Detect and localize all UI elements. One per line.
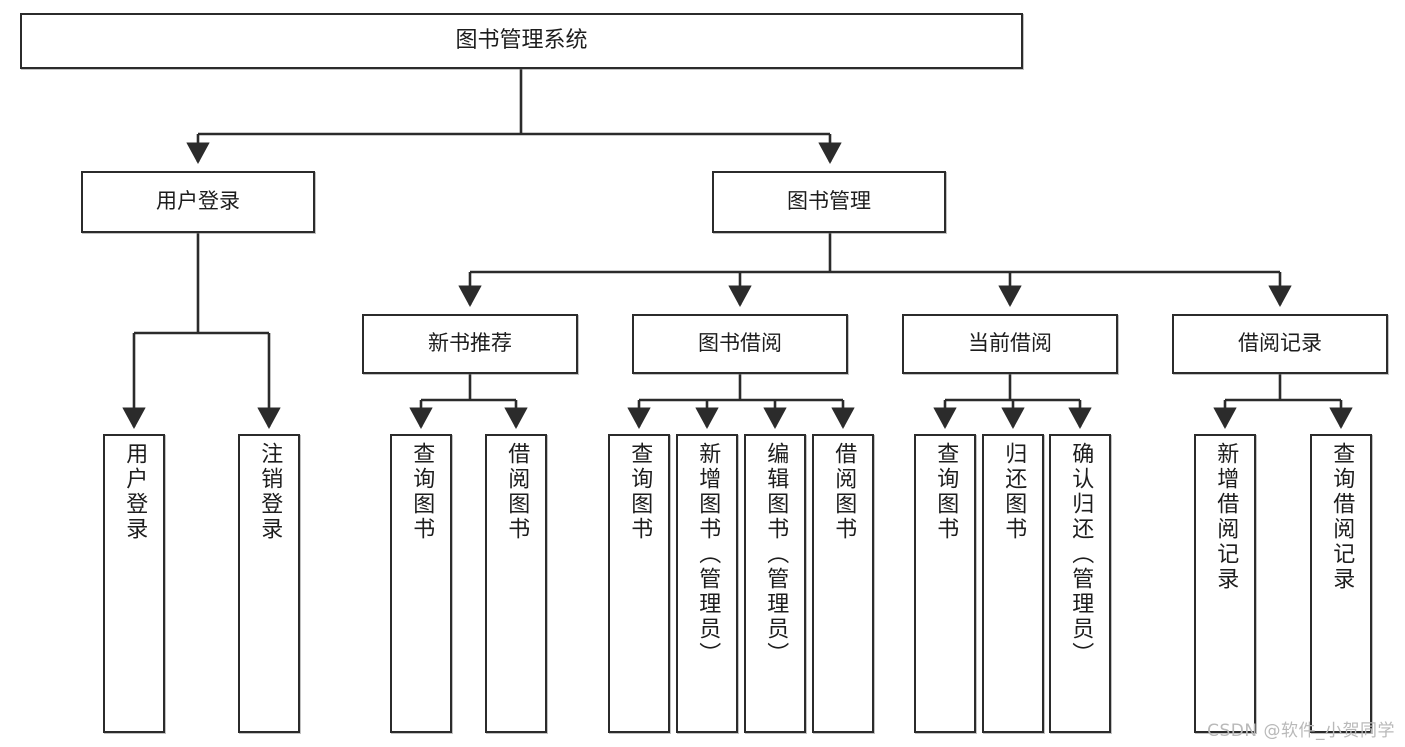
node-user-login-label: 用户登录 bbox=[156, 189, 240, 214]
node-leaf-borrow-book-1[interactable]: 借阅图书 bbox=[485, 434, 547, 733]
node-book-borrow-label: 图书借阅 bbox=[698, 331, 782, 356]
node-leaf-edit-book-label: 编辑图书（管理员） bbox=[763, 442, 789, 667]
node-user-login[interactable]: 用户登录 bbox=[81, 171, 315, 233]
node-book-management[interactable]: 图书管理 bbox=[712, 171, 946, 233]
node-leaf-query-record[interactable]: 查询借阅记录 bbox=[1310, 434, 1372, 733]
node-leaf-confirm-return-label: 确认归还（管理员） bbox=[1068, 442, 1094, 667]
node-current-borrow-label: 当前借阅 bbox=[968, 331, 1052, 356]
node-leaf-query-book-2[interactable]: 查询图书 bbox=[608, 434, 670, 733]
node-borrow-record[interactable]: 借阅记录 bbox=[1172, 314, 1388, 374]
node-leaf-user-login[interactable]: 用户登录 bbox=[103, 434, 165, 733]
node-leaf-borrow-book-2[interactable]: 借阅图书 bbox=[812, 434, 874, 733]
node-new-book-recommend-label: 新书推荐 bbox=[428, 331, 512, 356]
node-leaf-query-book-3-label: 查询图书 bbox=[933, 442, 959, 542]
node-leaf-query-record-label: 查询借阅记录 bbox=[1329, 442, 1355, 592]
node-leaf-logout-login-label: 注销登录 bbox=[257, 442, 283, 542]
node-leaf-return-book-label: 归还图书 bbox=[1001, 442, 1027, 542]
node-leaf-return-book[interactable]: 归还图书 bbox=[982, 434, 1044, 733]
node-root-label: 图书管理系统 bbox=[455, 27, 588, 53]
node-root[interactable]: 图书管理系统 bbox=[20, 13, 1023, 69]
node-current-borrow[interactable]: 当前借阅 bbox=[902, 314, 1118, 374]
watermark: CSDN @软件_小贺同学 bbox=[1207, 721, 1395, 741]
node-book-management-label: 图书管理 bbox=[787, 189, 871, 214]
node-leaf-user-login-label: 用户登录 bbox=[122, 442, 148, 542]
node-leaf-add-book-label: 新增图书（管理员） bbox=[695, 442, 721, 667]
node-leaf-borrow-book-2-label: 借阅图书 bbox=[831, 442, 857, 542]
node-leaf-query-book-3[interactable]: 查询图书 bbox=[914, 434, 976, 733]
node-leaf-add-record[interactable]: 新增借阅记录 bbox=[1194, 434, 1256, 733]
node-new-book-recommend[interactable]: 新书推荐 bbox=[362, 314, 578, 374]
node-leaf-borrow-book-1-label: 借阅图书 bbox=[504, 442, 530, 542]
node-leaf-logout-login[interactable]: 注销登录 bbox=[238, 434, 300, 733]
node-leaf-query-book-1[interactable]: 查询图书 bbox=[390, 434, 452, 733]
node-leaf-query-book-2-label: 查询图书 bbox=[627, 442, 653, 542]
node-book-borrow[interactable]: 图书借阅 bbox=[632, 314, 848, 374]
node-leaf-add-record-label: 新增借阅记录 bbox=[1213, 442, 1239, 592]
node-leaf-add-book[interactable]: 新增图书（管理员） bbox=[676, 434, 738, 733]
node-leaf-edit-book[interactable]: 编辑图书（管理员） bbox=[744, 434, 806, 733]
node-leaf-query-book-1-label: 查询图书 bbox=[409, 442, 435, 542]
node-leaf-confirm-return[interactable]: 确认归还（管理员） bbox=[1049, 434, 1111, 733]
node-borrow-record-label: 借阅记录 bbox=[1238, 331, 1322, 356]
